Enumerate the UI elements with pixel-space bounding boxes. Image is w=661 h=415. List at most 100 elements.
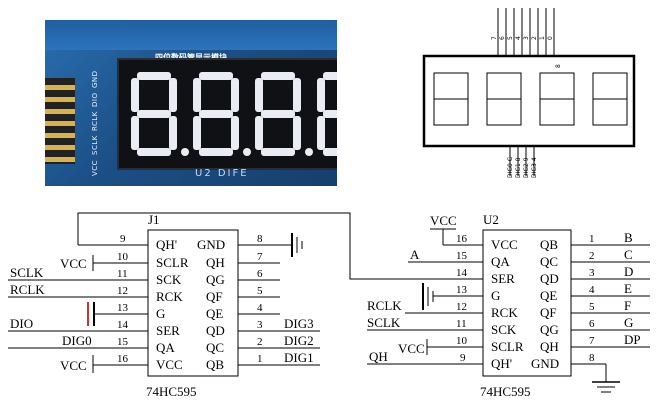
pin-name: G	[491, 288, 500, 303]
pin-number: 4	[589, 284, 595, 296]
pin-number: 16	[456, 233, 468, 245]
pin-number: 1	[539, 36, 546, 40]
pin-name: SCK	[156, 272, 182, 287]
pin-name: QD	[540, 271, 559, 286]
net-label: DIG3	[284, 316, 314, 331]
pin-number: 6	[257, 268, 263, 280]
net-label: E	[624, 281, 632, 296]
net-label: F	[624, 298, 631, 313]
net-label: VCC	[398, 341, 425, 356]
net-label: DIG0	[62, 333, 92, 348]
j1-chip: J1 9 10 11 12 13 14 15 16 QH' SCLR SCK R…	[8, 212, 320, 399]
ground-icon	[422, 283, 443, 310]
net-label: B	[624, 230, 633, 245]
net-label: C	[624, 247, 633, 262]
pin-number: 12	[117, 285, 128, 297]
pin-number: 5	[257, 285, 263, 297]
header-pins	[45, 78, 75, 164]
pin-name: QF	[540, 305, 557, 320]
display-pin-labels: 7 6 5 4 3 2 1 0 8 DIG0 G DIG1 8 DIG2 9 D…	[491, 36, 562, 178]
pin-number: 2	[257, 336, 263, 348]
u2-chip: U2 16	[367, 212, 650, 399]
chip-part: 74HC595	[146, 384, 197, 399]
net-label: VCC	[430, 213, 457, 228]
pin-number: 3	[523, 36, 530, 40]
net-label: DIG1	[284, 350, 314, 365]
pin-number: 8	[257, 233, 263, 245]
pin-name: GND	[531, 356, 559, 371]
pin-name: QH'	[156, 237, 177, 252]
display-schematic	[422, 8, 636, 176]
pin-name: QE	[540, 288, 557, 303]
pin-name: SER	[491, 271, 515, 286]
pin-name: QE	[206, 306, 223, 321]
net-label: DP	[624, 332, 641, 347]
pin-name: QC	[206, 340, 224, 355]
net-label: VCC	[60, 256, 87, 271]
pin-number: 13	[456, 284, 468, 296]
pin-name: QH'	[491, 356, 512, 371]
pin-number: 15	[117, 336, 129, 348]
module-title: 四位数码管显示模块	[155, 52, 227, 63]
pin-number: 10	[456, 335, 468, 347]
led-display	[117, 58, 337, 170]
pin-number: 6	[589, 318, 595, 330]
pin-number: 15	[456, 250, 468, 262]
pin-number: 7	[589, 335, 595, 347]
ground-icon	[280, 233, 303, 257]
pin-number: 13	[117, 302, 129, 314]
pin-name: QA	[491, 254, 510, 269]
net-label: A	[410, 247, 420, 262]
chip-ref: J1	[148, 212, 160, 227]
pin-number: 4	[515, 36, 522, 40]
cascade-wire	[77, 212, 463, 280]
module-photo: VCC SCLK RCLK DIO GND 四位数码管显示模块	[45, 20, 337, 186]
pin-name: QH	[206, 255, 225, 270]
pin-name: QH	[540, 339, 559, 354]
pin-number: 11	[117, 268, 128, 280]
pin-number: 14	[117, 319, 129, 331]
wires	[77, 212, 463, 280]
pin-name: QF	[206, 289, 223, 304]
pin-name: SCLR	[491, 339, 524, 354]
net-label: D	[624, 264, 633, 279]
digit-label: DIG1 8	[515, 157, 522, 178]
silkscreen-text: U2 DIFE	[195, 168, 249, 179]
pin-name: QB	[540, 237, 558, 252]
net-label: G	[624, 315, 633, 330]
net-label: VCC	[60, 358, 87, 373]
pin-number: 3	[257, 319, 263, 331]
pin-name: VCC	[156, 357, 183, 372]
pin-name: SER	[156, 323, 180, 338]
decoupling-cap-icon	[87, 302, 95, 326]
pin-name: SCLR	[156, 255, 189, 270]
pin-number: 3	[589, 267, 595, 279]
chip-part: 74HC595	[480, 384, 531, 399]
pin-number: 10	[117, 251, 129, 263]
pin-name: RCK	[156, 289, 183, 304]
net-label: DIO	[10, 316, 33, 331]
pin-number: 8	[589, 352, 595, 364]
pin-name: QB	[206, 357, 224, 372]
pin-number: 1	[257, 353, 263, 365]
pin-number: 16	[117, 353, 129, 365]
pin-number: 6	[499, 36, 506, 40]
net-label: DIG2	[284, 333, 314, 348]
pin-number: 7	[491, 36, 498, 40]
digit-label: DIG0 G	[507, 156, 514, 178]
digit-label: DIG2 9	[523, 157, 530, 178]
pin-number: 12	[456, 301, 467, 313]
pin-number: 5	[507, 36, 514, 40]
net-label: QH	[369, 349, 388, 364]
pin-number: 5	[589, 301, 595, 313]
pin-name: VCC	[491, 237, 518, 252]
chip-body	[482, 229, 572, 377]
chip-ref: U2	[483, 212, 499, 227]
pin-number: 14	[456, 267, 468, 279]
pin-number: 8	[555, 64, 562, 68]
pin-number: 0	[547, 36, 554, 40]
pin-number: 2	[531, 36, 538, 40]
chip-body	[147, 229, 239, 377]
pin-name: GND	[197, 237, 225, 252]
